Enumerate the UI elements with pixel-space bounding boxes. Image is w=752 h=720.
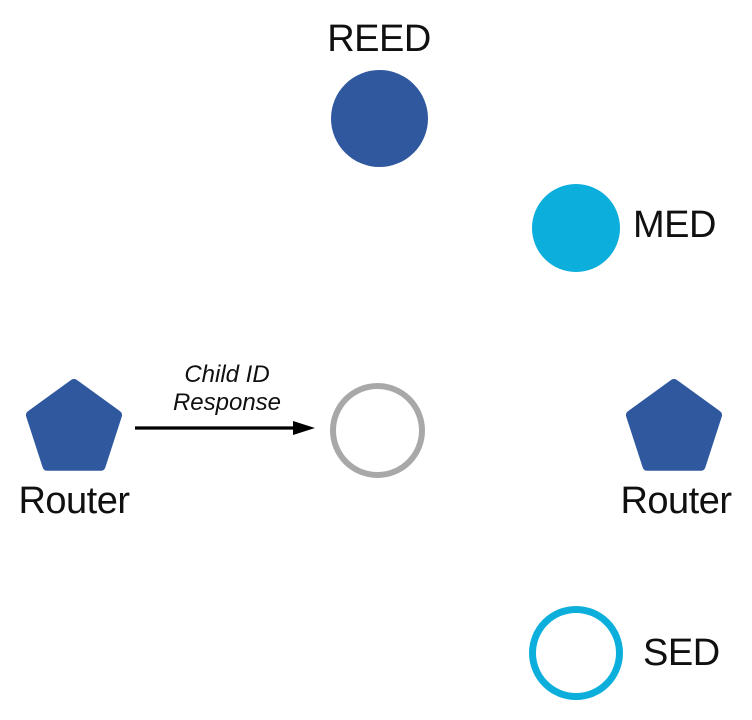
pentagon-shape [626,379,722,471]
sed-label: SED [643,632,720,674]
sed-node-circle [529,606,623,700]
child-id-response-arrow [135,421,315,435]
router-right-label: Router [620,480,732,522]
arrow-label-line2: Response [172,388,282,416]
arrow-label-line1: Child ID [184,361,270,388]
pentagon-shape [26,379,122,471]
med-label: MED [633,204,716,246]
med-node-circle [532,184,620,272]
arrow-head [293,421,315,435]
router-right-pentagon-icon [626,379,722,471]
router-left-pentagon-icon [26,379,122,471]
joining-child-node-circle [330,383,425,478]
arrow-label: Child ID Response [173,361,281,416]
reed-node-circle [331,70,428,167]
router-left-label: Router [18,480,130,522]
reed-label: REED [327,18,431,60]
